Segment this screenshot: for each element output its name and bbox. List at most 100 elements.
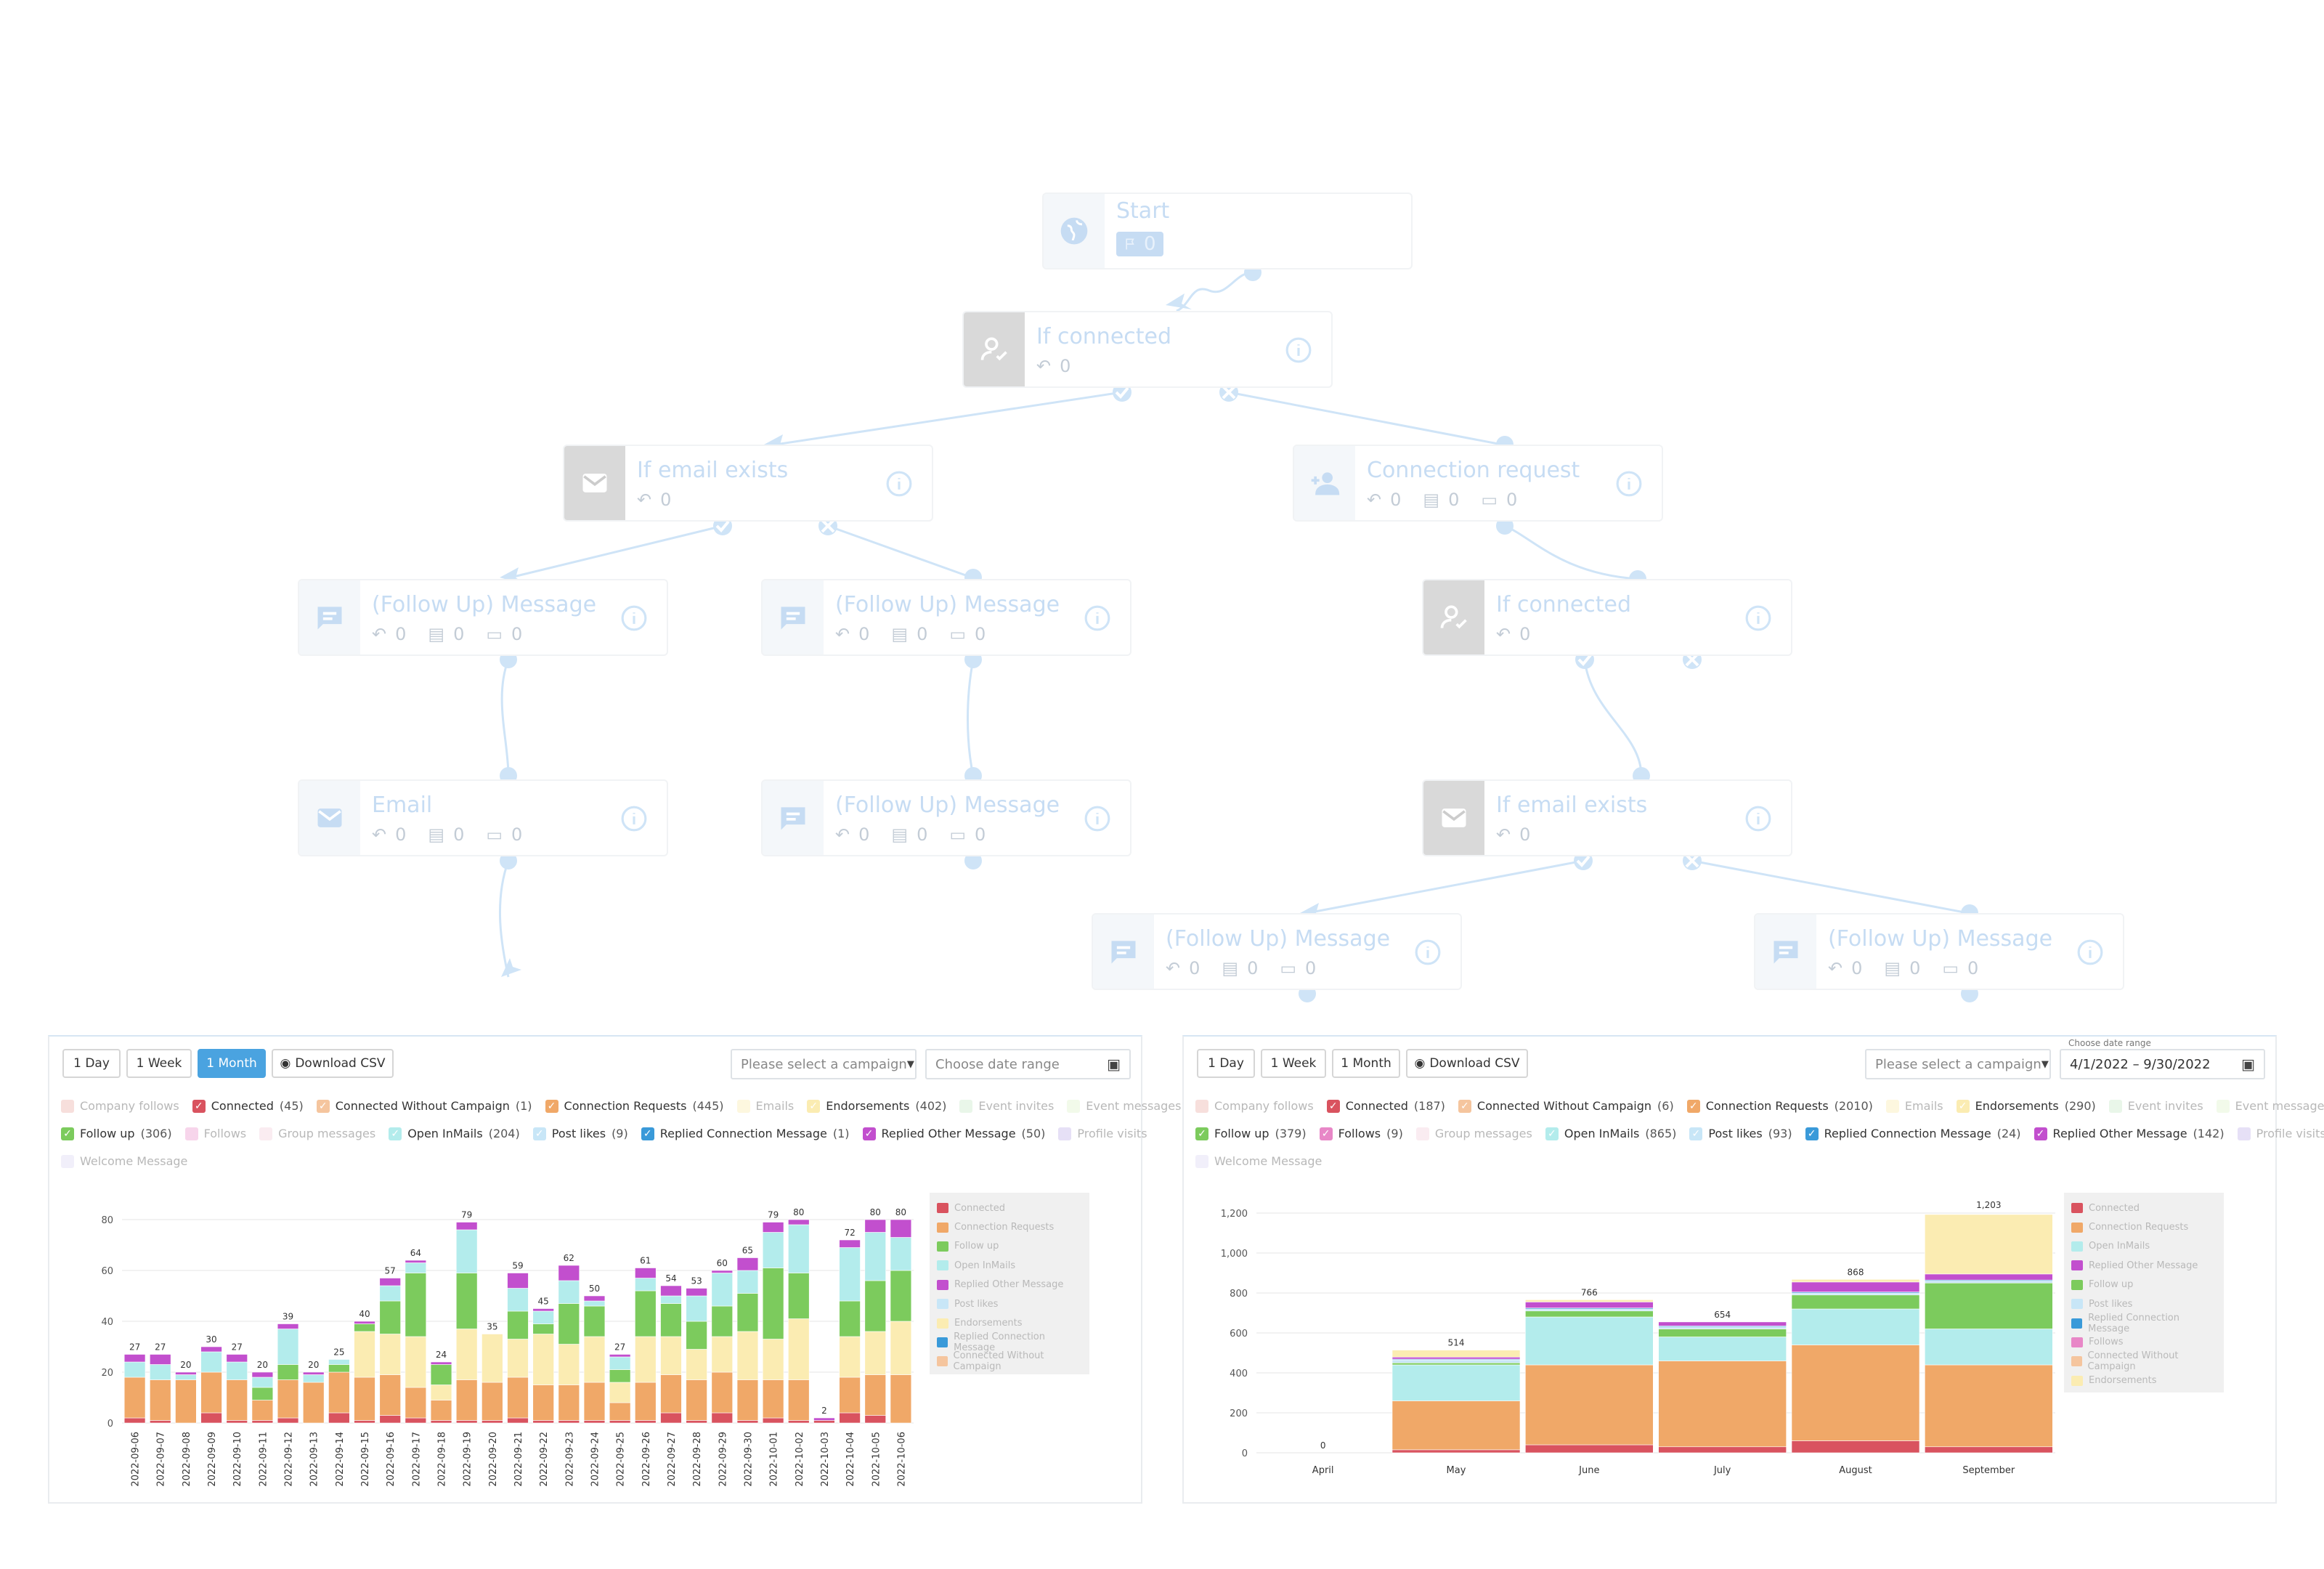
node-if-email-exists[interactable]: If email exists ↶0 — [1422, 779, 1792, 856]
bar-segment[interactable] — [455, 1420, 478, 1424]
bar-segment[interactable] — [150, 1379, 171, 1421]
checkbox-checked-icon[interactable]: ✓ — [61, 1127, 74, 1140]
calendar-icon[interactable]: ▣ — [2241, 1055, 2255, 1073]
bar-segment[interactable] — [251, 1400, 274, 1421]
bar-segment[interactable] — [1925, 1273, 2053, 1281]
series-toggle[interactable]: ✓Post likes(93) — [1689, 1127, 1792, 1140]
bar-segment[interactable] — [1925, 1364, 2053, 1448]
bar-segment[interactable] — [890, 1219, 912, 1238]
series-toggle[interactable]: Event invites — [2108, 1099, 2203, 1113]
bar-segment[interactable] — [1658, 1337, 1787, 1361]
bar-segment[interactable] — [150, 1354, 171, 1365]
range-1-month-button[interactable]: 1 Month — [198, 1049, 266, 1078]
bar-segment[interactable] — [1525, 1364, 1654, 1446]
node-if-connected[interactable]: If connected ↶0 — [962, 311, 1333, 388]
info-icon[interactable] — [1615, 470, 1643, 500]
bar-segment[interactable] — [788, 1273, 810, 1319]
info-icon[interactable] — [620, 604, 648, 635]
bar-segment[interactable] — [200, 1351, 222, 1373]
bar-segment[interactable] — [762, 1379, 784, 1419]
bar-segment[interactable] — [405, 1417, 427, 1424]
checkbox-checked-icon[interactable]: ✓ — [1195, 1127, 1208, 1140]
bar-segment[interactable] — [507, 1310, 529, 1339]
bar-segment[interactable] — [864, 1374, 886, 1416]
bar-segment[interactable] — [507, 1417, 529, 1424]
bar-segment[interactable] — [328, 1371, 350, 1414]
bar-segment[interactable] — [609, 1369, 631, 1383]
bar-segment[interactable] — [558, 1420, 580, 1424]
checkbox-checked-icon[interactable]: ✓ — [1956, 1099, 1970, 1113]
bar-segment[interactable] — [839, 1377, 861, 1414]
series-toggle[interactable]: ✓Connected Without Campaign(6) — [1458, 1099, 1674, 1113]
bar-segment[interactable] — [762, 1339, 784, 1380]
bar-segment[interactable] — [635, 1268, 657, 1278]
bar-segment[interactable] — [1391, 1364, 1521, 1401]
bar-segment[interactable] — [1791, 1281, 1920, 1292]
bar-segment[interactable] — [609, 1356, 631, 1370]
bar-segment[interactable] — [839, 1239, 861, 1248]
series-toggle[interactable]: ✓Replied Connection Message(1) — [641, 1127, 850, 1140]
bar-segment[interactable] — [302, 1371, 325, 1375]
checkbox-icon[interactable] — [2237, 1127, 2251, 1140]
bar-segment[interactable] — [405, 1273, 427, 1337]
series-toggle[interactable]: Profile visits — [1058, 1127, 1147, 1140]
bar-segment[interactable] — [711, 1336, 734, 1373]
node-start[interactable]: Start 0 — [1042, 192, 1413, 269]
legend-item[interactable]: Follow up — [937, 1237, 1082, 1256]
bar-segment[interactable] — [558, 1280, 580, 1304]
series-toggle[interactable]: ✓Connected Without Campaign(1) — [316, 1099, 532, 1113]
bar-segment[interactable] — [660, 1295, 682, 1304]
series-toggle[interactable]: Company follows — [61, 1099, 179, 1113]
campaign-select[interactable]: Please select a campaign ▼ — [731, 1049, 917, 1079]
series-toggle[interactable]: ✓Connection Requests(445) — [545, 1099, 724, 1113]
bar-segment[interactable] — [583, 1336, 606, 1383]
bar-segment[interactable] — [788, 1420, 810, 1424]
bar-segment[interactable] — [558, 1265, 580, 1281]
bar-segment[interactable] — [405, 1387, 427, 1419]
legend-item[interactable]: Post likes — [2071, 1294, 2217, 1313]
bar-segment[interactable] — [583, 1382, 606, 1421]
bar-segment[interactable] — [123, 1354, 146, 1363]
series-toggle[interactable]: ✓Replied Other Message(142) — [2033, 1127, 2225, 1140]
bar-segment[interactable] — [532, 1334, 554, 1385]
bar-segment[interactable] — [430, 1400, 452, 1421]
bar-segment[interactable] — [251, 1420, 274, 1424]
bar-segment[interactable] — [277, 1379, 299, 1419]
info-icon[interactable] — [1744, 805, 1772, 835]
bar-segment[interactable] — [864, 1280, 886, 1332]
legend-item[interactable]: Connection Requests — [937, 1217, 1082, 1236]
bar-segment[interactable] — [686, 1420, 707, 1424]
series-toggle[interactable]: ✓Connection Requests(2010) — [1686, 1099, 1873, 1113]
legend-item[interactable]: Replied Connection Message — [937, 1331, 1082, 1353]
series-toggle[interactable]: Welcome Message — [61, 1154, 187, 1168]
range-1-day-button[interactable]: 1 Day — [1197, 1049, 1255, 1078]
bar-segment[interactable] — [430, 1420, 452, 1424]
info-icon[interactable] — [885, 470, 913, 500]
checkbox-icon[interactable] — [61, 1099, 74, 1113]
bar-segment[interactable] — [532, 1308, 554, 1312]
bar-segment[interactable] — [1525, 1302, 1654, 1308]
legend-item[interactable]: Replied Connection Message — [2071, 1313, 2217, 1334]
info-icon[interactable] — [1084, 604, 1111, 635]
bar-segment[interactable] — [686, 1349, 707, 1380]
bar-segment[interactable] — [1791, 1292, 1920, 1296]
bar-segment[interactable] — [405, 1260, 427, 1263]
bar-segment[interactable] — [354, 1323, 375, 1332]
node-email[interactable]: Email ↶0 ▤0 ▭0 — [298, 779, 668, 856]
checkbox-checked-icon[interactable]: ✓ — [1458, 1099, 1471, 1113]
bar-segment[interactable] — [788, 1224, 810, 1273]
legend-item[interactable]: Post likes — [937, 1294, 1082, 1313]
series-toggle[interactable]: ✓Replied Connection Message(24) — [1805, 1127, 2021, 1140]
bar-segment[interactable] — [864, 1232, 886, 1281]
bar-segment[interactable] — [711, 1270, 734, 1273]
bar-segment[interactable] — [762, 1417, 784, 1424]
node-follow-up-message[interactable]: (Follow Up) Message ↶0 ▤0 ▭0 — [1754, 913, 2124, 990]
bar-segment[interactable] — [175, 1371, 197, 1375]
bar-segment[interactable] — [482, 1334, 503, 1383]
bar-segment[interactable] — [200, 1412, 222, 1424]
bar-segment[interactable] — [558, 1344, 580, 1385]
info-icon[interactable] — [1414, 938, 1442, 969]
bar-segment[interactable] — [736, 1379, 759, 1421]
legend-item[interactable]: Follows — [2071, 1333, 2217, 1352]
series-toggle[interactable]: ✓Connected(187) — [1326, 1099, 1445, 1113]
